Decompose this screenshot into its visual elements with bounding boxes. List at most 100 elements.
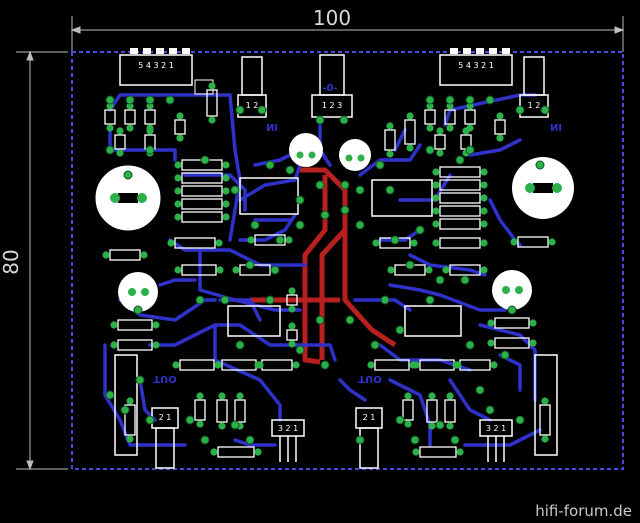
via (435, 275, 445, 285)
pad (288, 322, 296, 330)
resistor-footprint (494, 337, 530, 349)
pad (487, 339, 495, 347)
via (355, 185, 365, 195)
ic-right (371, 179, 433, 217)
via (120, 405, 130, 415)
via (485, 405, 495, 415)
via (315, 315, 325, 325)
pad (480, 239, 488, 247)
resistor-footprint (144, 109, 156, 125)
output-connector-right-pins: 3 2 1 (486, 424, 506, 433)
pad (487, 319, 495, 327)
via (339, 115, 349, 125)
pad (116, 127, 124, 135)
pad (126, 397, 134, 405)
via (450, 435, 460, 445)
resistor-footprint (439, 192, 481, 204)
resistor-footprint (286, 329, 298, 341)
pad (110, 341, 118, 349)
via (425, 145, 435, 155)
pad (172, 361, 180, 369)
via (515, 415, 525, 425)
resistor-footprint (239, 264, 271, 276)
via (355, 435, 365, 445)
resistor-footprint (439, 218, 481, 230)
resistor-footprint (117, 319, 153, 331)
via (105, 390, 115, 400)
pad (288, 340, 296, 348)
pads-and-vias (102, 82, 556, 456)
resistor-footprint (404, 119, 416, 145)
pad (174, 187, 182, 195)
pad (432, 220, 440, 228)
resistor-footprint (449, 264, 481, 276)
via (425, 95, 435, 105)
resistor-footprint (494, 119, 506, 135)
output-jack-right: 2 1 (355, 407, 383, 469)
pad (386, 122, 394, 130)
pad (480, 194, 488, 202)
via (235, 105, 245, 115)
resistor-footprint (439, 237, 481, 249)
large-capacitor-right (512, 157, 574, 219)
pad (496, 134, 504, 142)
pad (406, 112, 414, 120)
pot-center-mark: -0- (322, 83, 337, 94)
via (185, 415, 195, 425)
output-jack-left-pins: 2 1 (159, 413, 172, 422)
pad (254, 361, 262, 369)
pad (152, 341, 160, 349)
resistor-footprint (439, 166, 481, 178)
pad (432, 194, 440, 202)
via (195, 295, 205, 305)
pad (480, 266, 488, 274)
via (165, 95, 175, 105)
pad (140, 251, 148, 259)
pad (174, 213, 182, 221)
output-connector-right: 3 2 1 (479, 419, 513, 462)
pad (541, 435, 549, 443)
pad (176, 134, 184, 142)
via (220, 295, 230, 305)
resistor-footprint (217, 446, 255, 458)
pad (174, 200, 182, 208)
pad (466, 102, 474, 110)
pad (456, 448, 464, 456)
via (340, 205, 350, 215)
output-jack-left: 2 1 (151, 407, 179, 469)
resistor-footprint (434, 134, 446, 150)
pad (285, 236, 293, 244)
pad (222, 187, 230, 195)
pad (146, 102, 154, 110)
output-connector-left: 3 2 1 (271, 419, 305, 462)
connector-top-left-pins: 5 4 3 2 1 (138, 61, 174, 70)
resistor-footprint (104, 109, 116, 125)
pad (247, 236, 255, 244)
via (540, 105, 550, 115)
pad (174, 161, 182, 169)
pad (412, 448, 420, 456)
volume-pot-center-pins: 1 2 3 (322, 101, 342, 110)
resistor-footprint (424, 109, 436, 125)
via (485, 95, 495, 105)
via (125, 95, 135, 105)
height-dimension (16, 50, 68, 471)
pad (404, 392, 412, 400)
pad (432, 239, 440, 247)
pad (432, 181, 440, 189)
pad (406, 144, 414, 152)
via (230, 420, 240, 430)
pad (215, 239, 223, 247)
ic-lower-right (404, 305, 462, 337)
pad (216, 266, 224, 274)
via (245, 435, 255, 445)
pad (548, 238, 556, 246)
pad (106, 102, 114, 110)
pad (412, 361, 420, 369)
pad (446, 392, 454, 400)
resistor-footprint (419, 446, 457, 458)
pad (126, 435, 134, 443)
in-label-right: IN (550, 123, 562, 134)
via (415, 225, 425, 235)
